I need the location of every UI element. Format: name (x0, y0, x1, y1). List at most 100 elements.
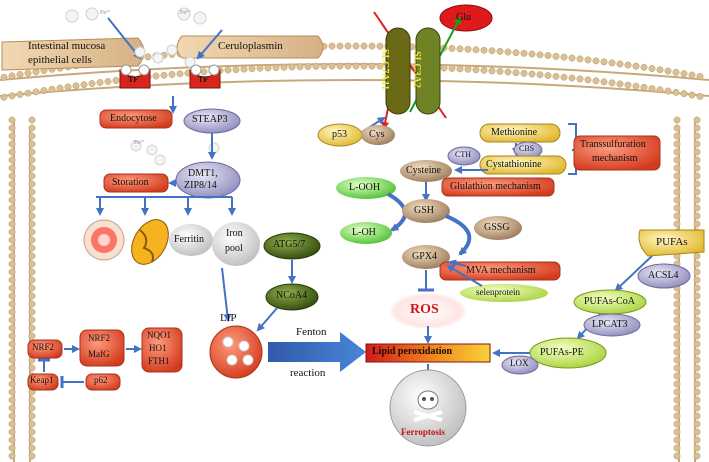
ho1-label: HO1 (149, 343, 167, 353)
lip-node (209, 325, 263, 379)
cystathionine-node (479, 155, 567, 175)
keap1-node (27, 373, 59, 391)
ros-label: ROS (410, 302, 439, 317)
cbs-label: CBS (519, 144, 535, 153)
cysteine-label: Cysteine (406, 165, 441, 176)
fe3-label-1: Fe³⁺ (100, 10, 111, 16)
acsl4-label: ACSL4 (648, 270, 679, 281)
pufas-pe-label: PUFAs-PE (540, 347, 584, 358)
slc3a2-transporter (415, 27, 441, 115)
fe2-label: Fe²⁺ (134, 140, 145, 146)
lip-fe-ions (222, 336, 254, 366)
cystathionine-label: Cystathionine (486, 159, 542, 170)
glu-node (439, 4, 493, 32)
ncoa4-node (265, 283, 319, 311)
keap1-label: Keap1 (30, 375, 54, 385)
slc7a11-label: SLC7A11 (379, 48, 391, 91)
glu-label: Glu (456, 12, 471, 23)
cys-label: Cys (369, 129, 385, 140)
ferritin-node (169, 224, 213, 256)
atg57-label: ATG5/7 (273, 239, 306, 250)
nrf2-label: NRF2 (32, 342, 55, 352)
steap3-label: STEAP3 (192, 114, 228, 125)
fth1-label: FTH1 (148, 356, 170, 366)
gpx4-label: GPX4 (412, 251, 438, 262)
p62-label: p62 (94, 375, 108, 385)
pufas-coa-label: PUFAs-CoA (584, 296, 635, 307)
iron-pool-label-1: Iron (226, 228, 243, 239)
lpcat3-node (583, 313, 641, 337)
transsulfuration-label-2: mechanism (592, 153, 638, 164)
transsulfuration-node (573, 135, 661, 171)
methionine-label: Methionine (491, 127, 538, 138)
fe-ions-top (65, 7, 207, 68)
lysosome-icon (83, 219, 125, 261)
pufas-node (638, 229, 705, 257)
lox-node (501, 355, 539, 375)
p62-node (85, 373, 121, 391)
nrf2-mafg-node (79, 329, 125, 367)
dmt1-label-1: DMT1, (188, 168, 218, 179)
iron-pool-node (212, 222, 260, 266)
mucosa-label-1: Intestinal mucosa (28, 40, 106, 52)
fenton-label-1: Fenton (296, 326, 327, 338)
dmt1-label-2: ZIP8/14 (184, 180, 217, 191)
pufas-label: PUFAs (656, 236, 688, 248)
lipid-peroxidation-node (365, 343, 491, 363)
looh-node (336, 177, 396, 199)
lip-label: LIP (220, 312, 237, 324)
tf-receptor-left (119, 64, 151, 89)
nqo1-label: NQO1 (147, 330, 171, 340)
looh-label: L-OOH (349, 182, 381, 193)
acsl4-node (637, 263, 691, 289)
storation-label: Storation (112, 177, 149, 188)
methionine-node (479, 123, 561, 143)
p53-label: p53 (332, 129, 347, 140)
fenton-label-2: reaction (290, 367, 326, 379)
atg57-node (263, 232, 321, 260)
selenoprotein-label: selenprotein (476, 287, 520, 297)
nrf2-b-label: NRF2 (88, 333, 111, 343)
cth-label: CTH (455, 150, 471, 159)
glutathion-label: Glulathion mechanism (450, 181, 541, 192)
transsulfuration-label-1: Transsulfuration (580, 139, 646, 150)
mucosa-label-2: epithelial cells (28, 54, 92, 66)
gssg-node (474, 216, 522, 240)
tf-label-left: TF (128, 75, 139, 84)
slc3a2-label: SLC3A2 (410, 51, 422, 88)
ceruloplasmin-label: Ceruloplasmin (218, 40, 283, 52)
ceruloplasmin-bar (176, 35, 324, 59)
slc7a11-transporter (385, 27, 411, 115)
loh-label: L-OH (352, 227, 376, 238)
mva-mechanism-node (439, 261, 561, 281)
selenoprotein-node (460, 284, 548, 302)
endocytose-label: Endocytose (110, 113, 157, 124)
cth-node (447, 146, 481, 166)
cysteine-node (400, 160, 452, 182)
gsh-label: GSH (414, 205, 435, 216)
mitochondrion-icon (131, 219, 169, 265)
loh-node (340, 222, 392, 244)
nrf2-node (27, 339, 63, 359)
lox-label: LOX (510, 358, 529, 368)
glutathion-mechanism-node (441, 177, 555, 197)
iron-pool-label-2: pool (225, 243, 243, 254)
fe3-label-2: Fe³⁺ (180, 10, 191, 16)
lpcat3-label: LPCAT3 (592, 319, 628, 330)
ncoa4-label: NCoA4 (276, 290, 308, 301)
ferroptosis-label: Ferroptosis (401, 427, 445, 437)
ferroptosis-skull-icon (389, 369, 467, 447)
endocytose-node (99, 109, 173, 129)
mafg-label: MafG (88, 349, 110, 359)
tf-receptor-right (189, 64, 221, 89)
gsh-node (402, 199, 450, 223)
nqo1-ho1-fth1-node (141, 327, 183, 373)
lipid-peroxidation-label: Lipid peroxidation (372, 346, 453, 357)
tf-label-right: TF (198, 75, 209, 84)
mva-label: MVA mechanism (466, 265, 536, 276)
ferritin-label: Ferritin (174, 234, 204, 245)
fenton-arrow (268, 332, 366, 372)
ros-node (390, 293, 466, 329)
